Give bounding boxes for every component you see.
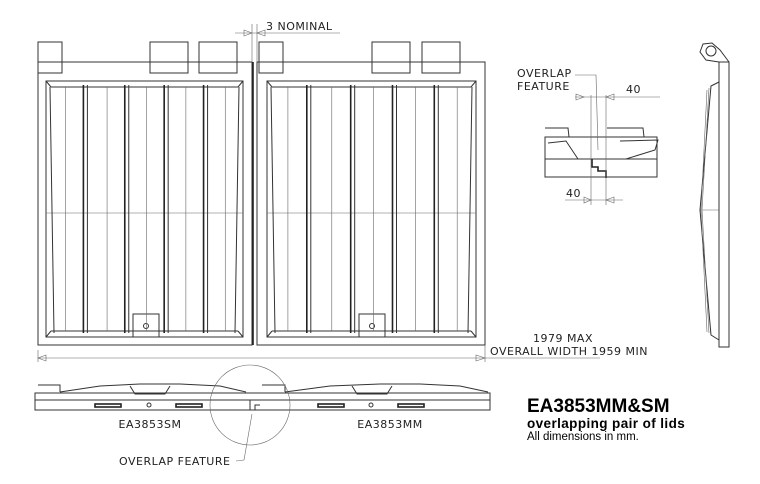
right-lid-frame bbox=[256, 61, 486, 346]
detail-label-line2: FEATURE bbox=[517, 80, 570, 93]
detail-dim-bottom: 40 bbox=[566, 187, 581, 200]
detail-label-line1: OVERLAP bbox=[517, 67, 572, 80]
right-lid-lock-pocket bbox=[358, 313, 386, 338]
overlap-detail: OVERLAP FEATURE 40 40 bbox=[517, 67, 660, 205]
side-label-sm: EA3853SM bbox=[119, 418, 182, 431]
right-lid-hinge-tab bbox=[371, 41, 411, 74]
lid-rib bbox=[49, 86, 55, 334]
lid-rib bbox=[237, 80, 244, 88]
max-width-label: 1979 MAX bbox=[533, 332, 593, 345]
lid-rib bbox=[45, 80, 52, 88]
right-lid-lock-hole bbox=[369, 323, 375, 329]
overall-width-label: OVERALL WIDTH 1959 MIN bbox=[490, 345, 648, 358]
left-lid-lock-hole bbox=[143, 323, 149, 329]
overall-width-dimension: 1979 MAX OVERALL WIDTH 1959 MIN bbox=[37, 332, 648, 362]
lid-rib bbox=[470, 80, 477, 88]
left-lid-hinge-tab bbox=[198, 41, 238, 74]
left-lid-frame bbox=[37, 61, 253, 346]
side-elevation: EA3853SM EA3853MM OVERLAP FEATURE bbox=[34, 364, 491, 468]
end-elevation bbox=[699, 42, 730, 348]
left-lid-hinge-tab bbox=[149, 41, 189, 74]
lid-rib bbox=[45, 330, 52, 338]
lid-rib bbox=[467, 86, 473, 334]
left-lid-hinge-tab bbox=[37, 41, 63, 74]
gap-dimension: 3 NOMINAL bbox=[235, 20, 340, 62]
overlap-detail-circle bbox=[209, 364, 291, 446]
lid-rib bbox=[470, 330, 477, 338]
left-lid-panel bbox=[45, 80, 244, 338]
drawing-subtitle: overlapping pair of lids bbox=[527, 416, 686, 431]
detail-dim-top: 40 bbox=[626, 83, 641, 96]
plan-view bbox=[37, 41, 486, 346]
lid-rib bbox=[237, 330, 244, 338]
right-lid-panel bbox=[266, 80, 477, 338]
left-lid-lock-pocket bbox=[132, 313, 160, 338]
lid-rib bbox=[266, 80, 273, 88]
right-lid-hinge-tab bbox=[258, 41, 284, 74]
lid-rib bbox=[270, 86, 276, 334]
dimensions-note: All dimensions in mm. bbox=[527, 431, 639, 443]
lid-rib bbox=[266, 330, 273, 338]
side-label-mm: EA3853MM bbox=[357, 418, 422, 431]
gap-dimension-label: 3 NOMINAL bbox=[266, 20, 333, 33]
lid-rib bbox=[234, 86, 240, 334]
drawing-title: EA3853MM&SM bbox=[527, 396, 670, 417]
overlap-feature-label: OVERLAP FEATURE bbox=[119, 455, 230, 468]
right-lid-hinge-tab bbox=[421, 41, 461, 74]
